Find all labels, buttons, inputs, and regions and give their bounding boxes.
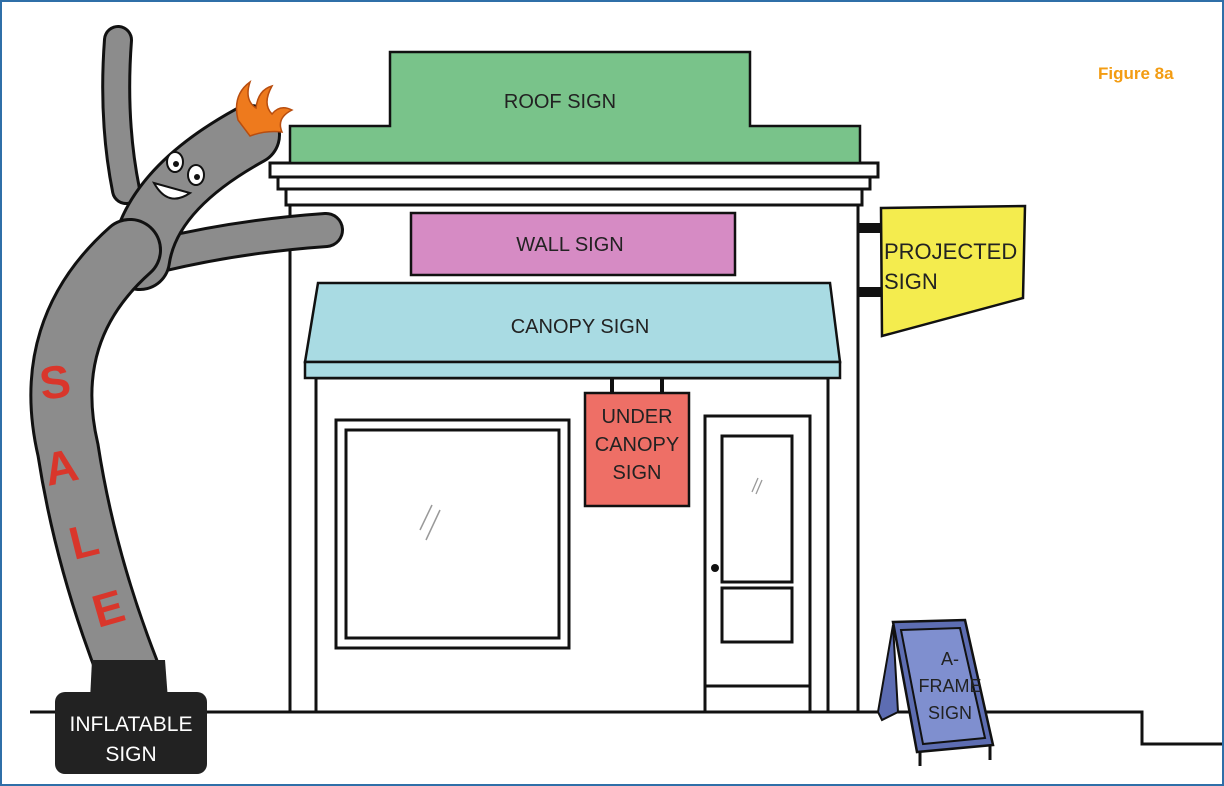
under-canopy-line2: CANOPY bbox=[585, 431, 689, 459]
under-canopy-sign-label: UNDER CANOPY SIGN bbox=[585, 403, 689, 487]
cornice-bottom bbox=[286, 189, 862, 205]
a-frame-line1: A- bbox=[912, 646, 988, 673]
flame-hair bbox=[237, 82, 293, 136]
ground-line bbox=[30, 712, 1222, 744]
canopy-sign-label: CANOPY SIGN bbox=[470, 317, 690, 337]
canopy-valance bbox=[305, 362, 840, 378]
inflatable-sign-label: INFLATABLE SIGN bbox=[55, 710, 207, 770]
door-knob bbox=[711, 564, 719, 572]
a-frame-sign-label: A- FRAME SIGN bbox=[912, 646, 988, 727]
door-lower-panel bbox=[722, 588, 792, 642]
projected-sign-label: PROJECTED SIGN bbox=[884, 237, 1024, 297]
under-canopy-line1: UNDER bbox=[585, 403, 689, 431]
projected-sign-line2: SIGN bbox=[884, 267, 1024, 297]
a-frame-line3: SIGN bbox=[912, 700, 988, 727]
figure-label: Figure 8a bbox=[1098, 64, 1174, 84]
display-window-inner bbox=[346, 430, 559, 638]
roof-sign-label: ROOF SIGN bbox=[470, 92, 650, 112]
inflatable-tube-man bbox=[55, 40, 326, 774]
door-glass-panel bbox=[722, 436, 792, 582]
projected-sign-line1: PROJECTED bbox=[884, 237, 1024, 267]
inflatable-line1: INFLATABLE bbox=[55, 710, 207, 740]
cornice-top bbox=[270, 163, 878, 177]
cornice-middle bbox=[278, 177, 870, 189]
wall-sign-label: WALL SIGN bbox=[470, 235, 670, 255]
door-threshold bbox=[705, 686, 810, 712]
under-canopy-line3: SIGN bbox=[585, 459, 689, 487]
a-frame-line2: FRAME bbox=[912, 673, 988, 700]
inflatable-line2: SIGN bbox=[55, 740, 207, 770]
